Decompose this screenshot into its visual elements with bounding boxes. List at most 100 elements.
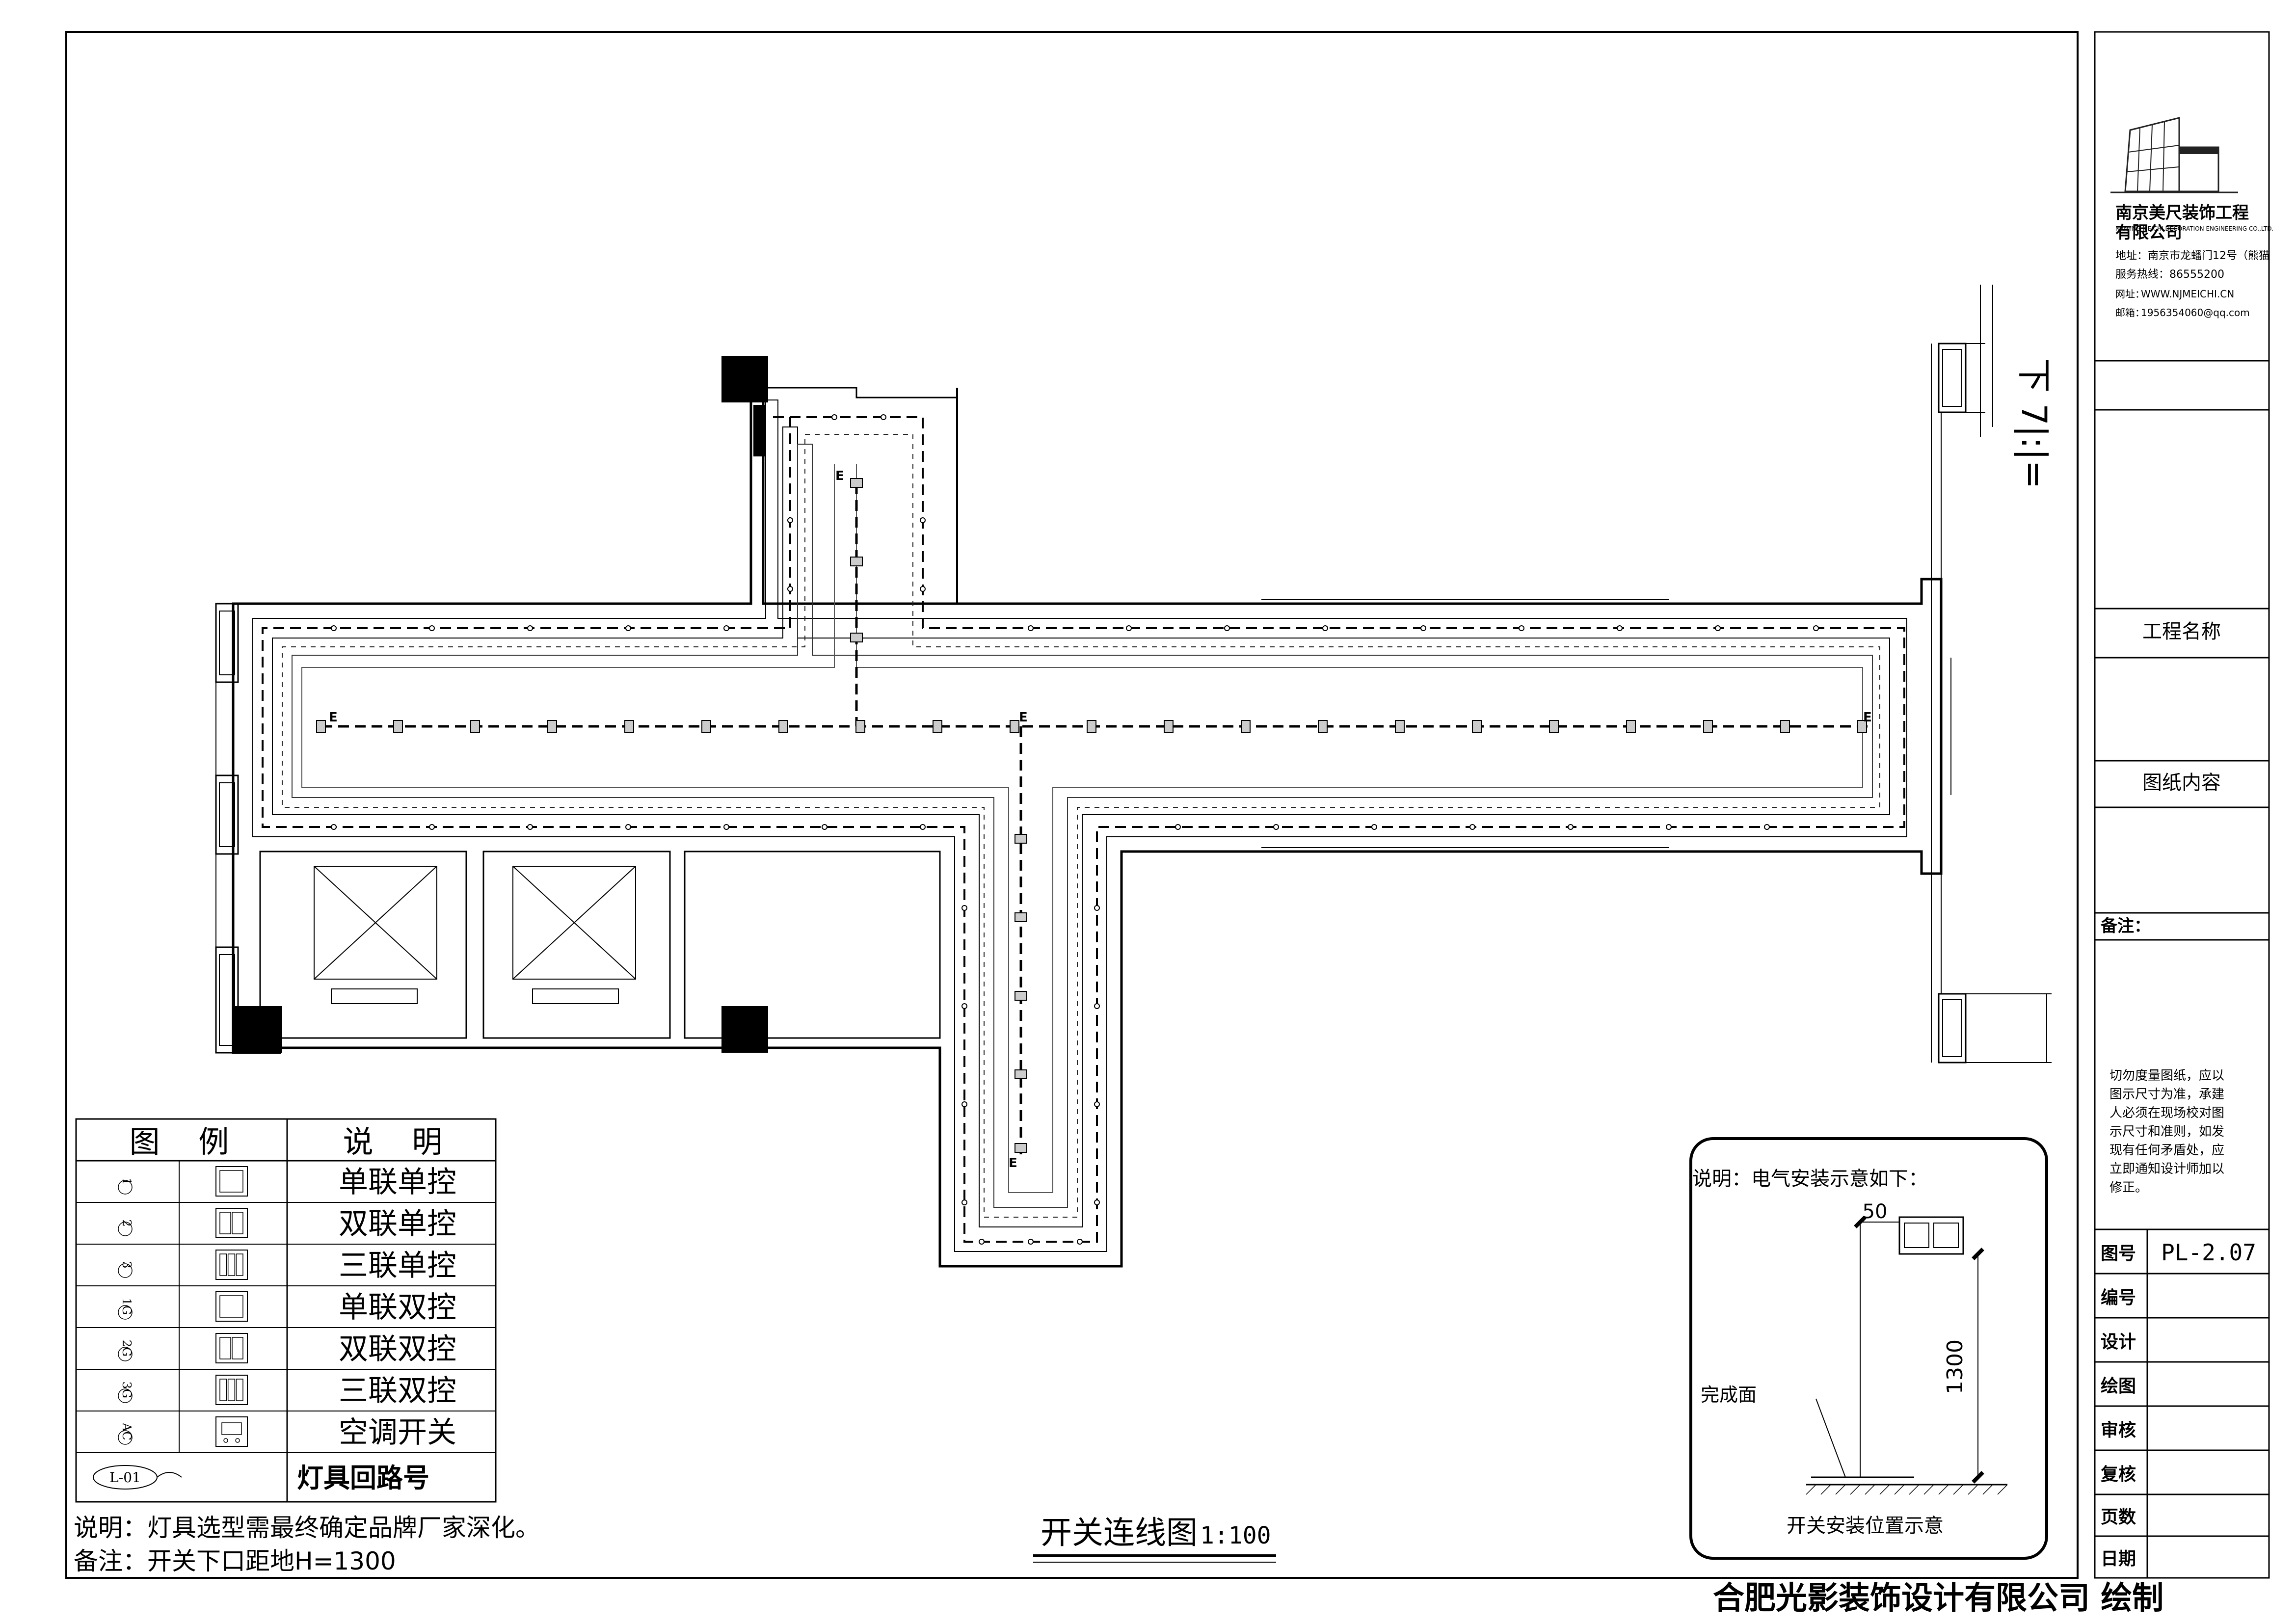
legend-code-mark xyxy=(118,1347,133,1361)
legend-desc: 空调开关 xyxy=(339,1415,456,1450)
legend-code: 2 xyxy=(120,1219,133,1226)
install-caption: 开关安装位置示意 xyxy=(1787,1515,1944,1537)
svg-text:人必须在现场校对图: 人必须在现场校对图 xyxy=(2109,1106,2224,1120)
company-phone: 服务热线：86555200 xyxy=(2115,268,2224,281)
sheet-border xyxy=(65,31,2079,1579)
floor-plan xyxy=(215,285,2052,1268)
note-switch-height: 备注：开关下口距地H=1300 xyxy=(74,1547,396,1575)
ac-button-icon xyxy=(235,1438,240,1443)
svg-text:修正。: 修正。 xyxy=(2109,1180,2148,1195)
corridor-edge xyxy=(272,426,1890,1227)
install-detail-drawing xyxy=(1806,1216,2008,1495)
svg-text:切勿度量图纸，应以: 切勿度量图纸，应以 xyxy=(2109,1068,2224,1083)
dim-height: 1300 xyxy=(1943,1339,1968,1394)
switch-plate-icon xyxy=(215,1166,248,1197)
plan-markers: E E E E E xyxy=(329,469,1872,1171)
dim-top: 50 xyxy=(1863,1200,1888,1223)
drawing-content-label: 图纸内容 xyxy=(2142,772,2221,794)
ac-display-icon xyxy=(221,1422,242,1435)
legend-code-mark xyxy=(118,1180,133,1195)
svg-text:立即通知设计师加以: 立即通知设计师加以 xyxy=(2109,1162,2224,1176)
light-fixtures xyxy=(316,478,1867,1153)
svg-text:绘图: 绘图 xyxy=(2101,1376,2136,1396)
switch-plate-icon xyxy=(215,1416,248,1447)
legend-code-mark xyxy=(118,1430,133,1445)
legend-code: 1 xyxy=(120,1177,133,1185)
legend-code-mark xyxy=(118,1263,133,1278)
company-email-label: 邮箱： xyxy=(2115,307,2145,319)
marker-e-5: E xyxy=(1009,1156,1017,1171)
company-address: 地址：南京市龙蟠门12号（熊猫 xyxy=(2115,250,2269,262)
legend-desc: 单联单控 xyxy=(339,1165,456,1199)
legend-code-mark xyxy=(118,1222,133,1236)
elevator-room-2 xyxy=(482,851,671,1039)
switch-plate-icon xyxy=(215,1333,248,1363)
svg-text:PL-2.07: PL-2.07 xyxy=(2161,1239,2256,1266)
legend-desc: 单联双控 xyxy=(339,1290,456,1325)
title-warning: 切勿度量图纸，应以 图示尺寸为准，承建 人必须在现场校对图 示尺寸和准则，如发 … xyxy=(2109,1068,2224,1195)
legend-desc: 双联双控 xyxy=(339,1332,456,1366)
legend-header-symbol: 图 例 xyxy=(130,1124,229,1160)
svg-text:审核: 审核 xyxy=(2101,1420,2136,1440)
switch-gang-icon xyxy=(227,1379,236,1401)
marker-e-1: E xyxy=(329,710,338,725)
wiring-loops xyxy=(262,416,1905,1243)
svg-text:图示尺寸为准，承建: 图示尺寸为准，承建 xyxy=(2109,1087,2224,1102)
legend-row: 2 双联单控 xyxy=(118,1207,456,1241)
ceiling-line xyxy=(292,444,1873,1208)
svg-text:L-01: L-01 xyxy=(109,1469,141,1486)
legend-code-mark xyxy=(118,1305,133,1320)
marker-e-3: E xyxy=(1019,710,1028,725)
svg-text:页数: 页数 xyxy=(2101,1507,2136,1527)
elevator-room-1 xyxy=(259,851,467,1039)
company-website-label: 网址： xyxy=(2115,288,2145,300)
company-logo xyxy=(2110,117,2238,193)
company-name-line2: 有限公司 xyxy=(2115,223,2182,242)
switch-plate-icon xyxy=(215,1375,248,1405)
svg-text:示尺寸和准则，如发: 示尺寸和准则，如发 xyxy=(2109,1124,2224,1139)
svg-text:设计: 设计 xyxy=(2101,1332,2136,1352)
legend-desc: 三联双控 xyxy=(339,1374,456,1408)
legend-header-desc: 说 明 xyxy=(343,1124,443,1160)
install-detail-title: 说明：电气安装示意如下： xyxy=(1692,1168,1928,1190)
switch-gang-icon xyxy=(232,1212,243,1234)
switch-gang-icon xyxy=(236,1379,243,1401)
company-email: 1956354060@qq.com xyxy=(2141,307,2250,319)
company-website: WWW.NJMEICHI.CN xyxy=(2141,288,2234,300)
downlights xyxy=(331,414,1819,1245)
switch-gang-icon xyxy=(236,1253,243,1276)
switch-gang-icon xyxy=(227,1253,236,1276)
switch-plate-icon xyxy=(215,1208,248,1238)
ac-button-icon xyxy=(223,1438,228,1443)
svg-text:日期: 日期 xyxy=(2101,1549,2136,1569)
room-3 xyxy=(684,851,941,1039)
svg-text:编号: 编号 xyxy=(2101,1288,2136,1308)
title-block-frame xyxy=(2094,31,2270,1579)
title-fields: 图号 PL-2.07 编号 设计 绘图 审核 复核 页数 日期 xyxy=(2101,1239,2256,1569)
svg-text:现有任何矛盾处，应: 现有任何矛盾处，应 xyxy=(2109,1143,2224,1158)
company-name: 南京美尺装饰工程 xyxy=(2115,203,2249,223)
legend-desc: 双联单控 xyxy=(339,1207,456,1241)
switch-gang-icon xyxy=(219,1212,231,1234)
switch-gang-icon xyxy=(219,1295,243,1318)
svg-text:灯具回路号: 灯具回路号 xyxy=(297,1463,429,1493)
switch-gang-icon xyxy=(232,1337,243,1359)
switch-plate-icon xyxy=(215,1250,248,1280)
footer-credit: 合肥光影装饰设计有限公司 绘制 xyxy=(1713,1580,2163,1617)
ceiling-box xyxy=(301,464,1863,1193)
svg-text:复核: 复核 xyxy=(2101,1464,2136,1485)
legend-code: 3 xyxy=(120,1261,133,1268)
drawing-title: 开关连线图 xyxy=(1041,1515,1198,1551)
marker-e-4: E xyxy=(1863,710,1872,725)
plan-inner-wall xyxy=(252,399,1907,1252)
legend-code-mark xyxy=(118,1388,133,1403)
title-block-lines xyxy=(2095,360,2269,1578)
switch-gang-icon xyxy=(219,1170,243,1193)
install-detail-frame xyxy=(1689,1137,2048,1560)
